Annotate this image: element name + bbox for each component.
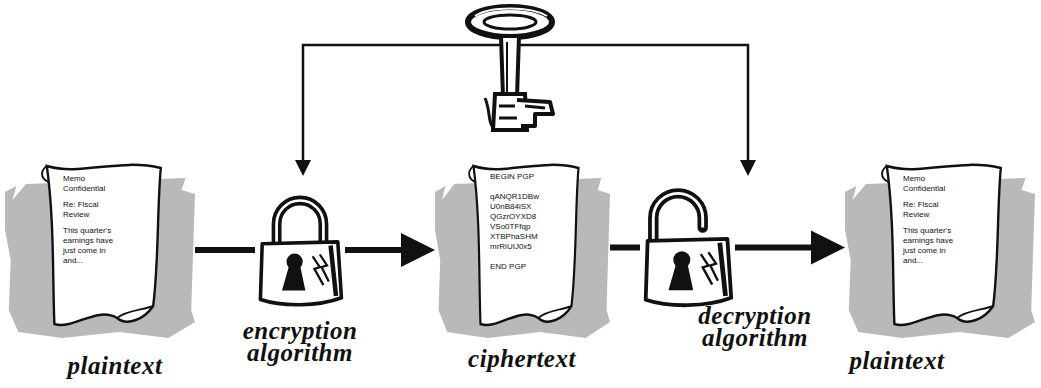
paper-curl (42, 166, 49, 182)
paper-sheet (887, 165, 1001, 325)
lock-body (260, 242, 341, 305)
document-text: END PGP (490, 262, 570, 272)
arrowhead (401, 233, 435, 267)
paper-curl (957, 306, 993, 318)
arrowhead (811, 231, 845, 265)
document-text: Re: Fiscal Review (903, 200, 958, 220)
paper-curl (469, 166, 475, 182)
lock-shackle (277, 201, 324, 248)
document-node: BEGIN PGP qANQR1DBw U0nB84iSX QGzrOYXD8 V… (435, 160, 610, 340)
flow-arrow (195, 250, 255, 251)
paper-sheet (47, 165, 161, 325)
lock-side (331, 246, 336, 296)
paper-curl (117, 306, 153, 318)
node-label: plaintext (837, 350, 957, 372)
keyhole (669, 264, 694, 291)
paper-curl (882, 166, 889, 182)
node-label: plaintext (40, 355, 190, 377)
lock-symbol (255, 185, 345, 315)
node-label: encryption algorithm (220, 320, 380, 364)
document-text: Re: Fiscal Review (63, 200, 118, 220)
node-label: ciphertext (447, 348, 597, 370)
key-symbol (468, 7, 553, 130)
document-text: This quarter's earnings have just come i… (903, 226, 965, 266)
arrow-line (195, 247, 255, 253)
arrow-line (610, 245, 640, 251)
flow-arrow (735, 231, 845, 265)
document-text: Memo Confidential (903, 174, 953, 194)
key-arrowhead (295, 160, 311, 176)
lock-side (720, 243, 726, 296)
lock-spark (701, 252, 718, 284)
paper-curl (538, 306, 571, 318)
node-label: decryption algorithm (675, 305, 835, 349)
lock-body (646, 239, 732, 305)
lock-shackle-highlight (653, 193, 702, 244)
document-node: Memo ConfidentialRe: Fiscal ReviewThis q… (845, 160, 1035, 340)
lock-shackle-highlight (277, 201, 324, 248)
lock-symbol (640, 185, 735, 310)
document-text: Memo Confidential (63, 174, 113, 194)
paper-sheet (474, 165, 579, 325)
lock-node: decryption algorithm (640, 185, 735, 310)
document-node: Memo ConfidentialRe: Fiscal ReviewThis q… (5, 160, 195, 340)
arrow-line (735, 245, 815, 251)
document-text: BEGIN PGP (490, 172, 570, 182)
lock-shackle (653, 193, 702, 244)
lock-node: encryption algorithm (255, 185, 345, 315)
document-text: This quarter's earnings have just come i… (63, 226, 125, 266)
document-text: qANQR1DBw U0nB84iSX QGzrOYXD8 VSo0TFfqp … (490, 192, 550, 252)
lock-spark (313, 255, 329, 286)
key-line (303, 45, 748, 170)
keyhole (282, 265, 305, 290)
key-arrowhead (740, 160, 756, 176)
arrow-line (345, 247, 405, 253)
flow-arrow (610, 247, 640, 248)
flow-arrow (345, 233, 435, 267)
